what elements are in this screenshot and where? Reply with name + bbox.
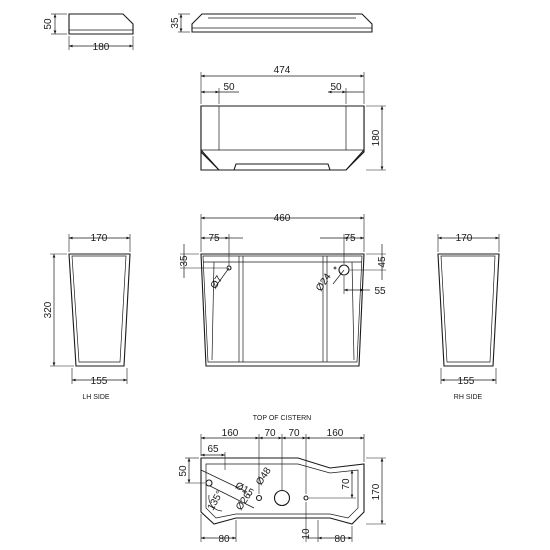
dim-lh-base-width: 155 [91, 376, 108, 387]
dim-front-inset-left: 75 [208, 233, 220, 244]
dim-rh-top-width: 170 [456, 233, 473, 244]
dim-plan-left: 160 [222, 428, 239, 439]
lid-side-view [51, 13, 134, 50]
dim-top-right-height: 35 [170, 17, 181, 29]
dim-plan-hole-depth: 70 [341, 478, 352, 490]
dim-lid-inset-right: 50 [330, 82, 342, 93]
dim-front-top-offset: 35 [179, 255, 190, 267]
dim-plan-depth: 170 [371, 483, 382, 500]
dim-plan-centre-right: 70 [288, 428, 300, 439]
front-view [180, 214, 386, 367]
caption-top-of-cistern: TOP OF CISTERN [253, 415, 311, 422]
dim-plan-right: 160 [327, 428, 344, 439]
dim-front-inset-right: 75 [344, 233, 356, 244]
dim-rh-base-width: 155 [458, 376, 475, 387]
dim-front-width: 460 [274, 213, 291, 224]
dim-plan-left-depth: 50 [178, 465, 189, 477]
dim-lh-top-width: 170 [91, 233, 108, 244]
dim-plan-bottom-right: 80 [334, 534, 346, 545]
dim-front-hole-height: 45 [377, 256, 388, 268]
dim-plan-centre-left: 70 [264, 428, 276, 439]
caption-lh-side: LH SIDE [82, 394, 110, 401]
dim-lid-depth: 180 [371, 129, 382, 146]
dim-plan-bottom-gap: 10 [301, 528, 312, 540]
dim-plan-bottom-left: 80 [218, 534, 230, 545]
dim-front-hole-offset: 55 [374, 286, 386, 297]
dim-top-left-height: 50 [43, 18, 54, 30]
lid-plan-view [200, 72, 386, 171]
rh-side-view [437, 234, 500, 384]
dim-top-left-width: 180 [93, 42, 110, 53]
dim-lid-inset-left: 50 [223, 82, 235, 93]
lh-side-view [50, 234, 131, 384]
dim-lid-width: 474 [274, 65, 291, 76]
cistern-top-plan [185, 434, 386, 542]
dim-plan-offset: 65 [207, 444, 219, 455]
caption-rh-side: RH SIDE [454, 394, 483, 401]
dim-lh-height: 320 [43, 301, 54, 318]
lid-front-view [178, 13, 373, 33]
